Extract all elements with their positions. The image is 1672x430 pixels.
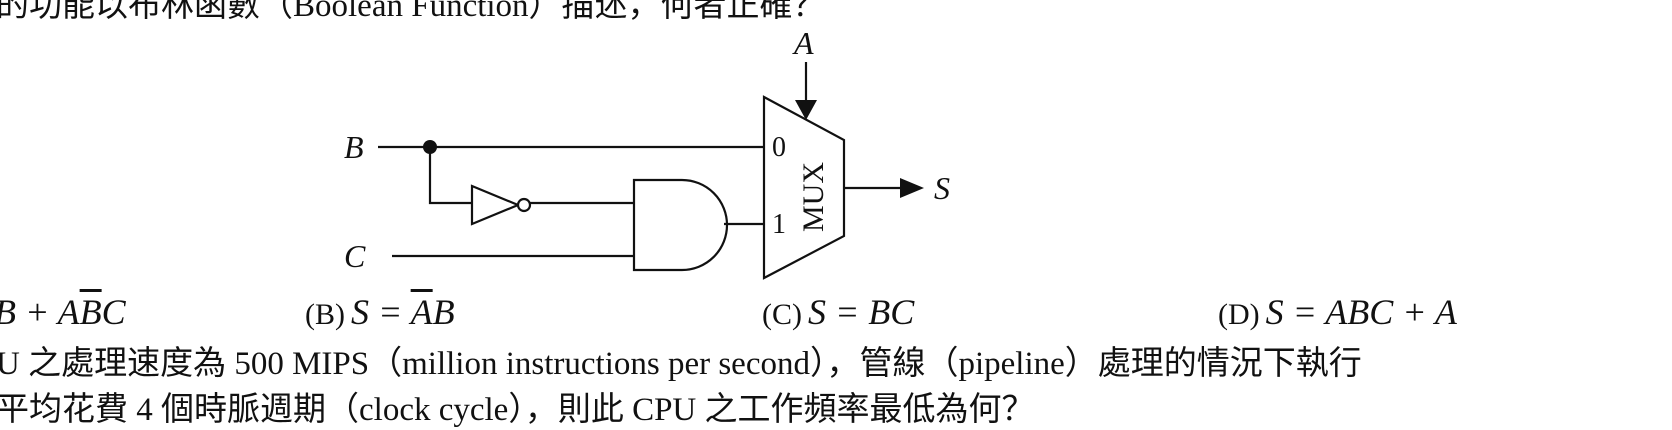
mux-pin-1: 1 [772, 209, 786, 240]
not-gate [470, 184, 521, 226]
option-b-part1: S = [351, 292, 411, 332]
option-b: (B)S = AB [305, 290, 455, 337]
mux-body [762, 95, 846, 280]
and-gate [632, 178, 729, 272]
option-a-part1: B + A [0, 292, 80, 332]
question1-stem: 的功能以布林函數（Boolean Function）描述，何者正確？ [0, 0, 826, 24]
option-d: (D)S = ABC + A [1218, 290, 1457, 337]
wire-b-branch [428, 147, 472, 205]
option-c: (C)S = BC [762, 290, 914, 337]
option-c-letter: (C) [762, 298, 802, 331]
label-s: S [934, 170, 950, 206]
option-b-part2: A [410, 292, 433, 332]
option-c-text: S = BC [808, 292, 915, 332]
option-a-part3: C [101, 292, 126, 332]
label-a: A [792, 25, 814, 61]
label-b: B [344, 129, 364, 165]
option-d-letter: (D) [1218, 298, 1260, 331]
not-bubble [516, 197, 532, 213]
mux-pin-0: 0 [772, 132, 786, 163]
label-c: C [344, 238, 366, 274]
arrow-a-icon [795, 100, 817, 120]
arrow-s-icon [900, 178, 924, 198]
option-b-part3: B [432, 292, 455, 332]
option-b-letter: (B) [305, 298, 345, 331]
mux-circuit-diagram: A B C S 0 1 MUX [344, 25, 950, 280]
question2-line2: 平均花費 4 個時脈週期（clock cycle），則此 CPU 之工作頻率最低… [0, 392, 1035, 428]
option-a-part2: B [79, 292, 102, 332]
question2-line1: U 之處理速度為 500 MIPS（million instructions p… [0, 346, 1362, 382]
option-d-text: S = ABC + A [1265, 292, 1457, 332]
mux-label: MUX [797, 162, 830, 232]
option-a: B + ABC [0, 290, 126, 337]
